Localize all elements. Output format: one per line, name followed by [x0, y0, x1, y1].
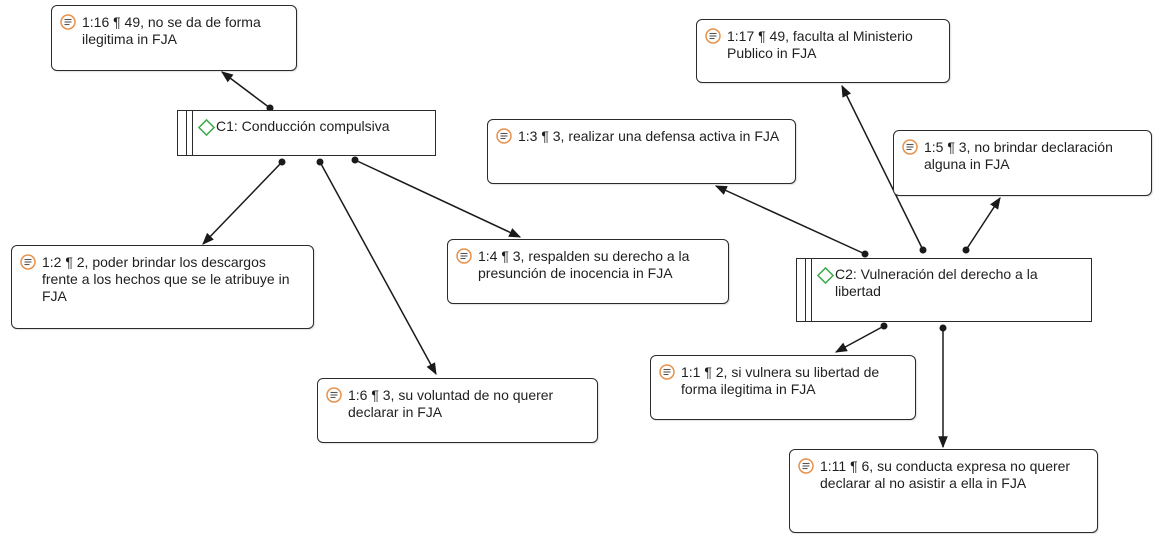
- code-label: C2: Vulneración del derecho a la liberta…: [835, 266, 1038, 299]
- quotation-doc-icon: [326, 387, 342, 403]
- quotation-doc-icon: [659, 364, 675, 380]
- code-node-c2[interactable]: C2: Vulneración del derecho a la liberta…: [796, 258, 1092, 322]
- quotation-node-1-2[interactable]: 1:2 ¶ 2, poder brindar los descargos fre…: [11, 245, 314, 329]
- quotation-label: 1:17 ¶ 49, faculta al Ministerio Publico…: [727, 28, 913, 61]
- quotation-doc-icon: [456, 248, 472, 264]
- quotation-label: 1:1 ¶ 2, si vulnera su libertad de forma…: [681, 364, 880, 397]
- code-diamond-icon: [198, 119, 215, 136]
- quotation-doc-icon: [705, 28, 721, 44]
- quotation-doc-icon: [20, 254, 36, 270]
- code-node-c1[interactable]: C1: Conducción compulsiva: [177, 110, 436, 156]
- link-c2-q1-3: [714, 185, 869, 258]
- link-c1-q1-6: [316, 158, 437, 376]
- quotation-node-1-11[interactable]: 1:11 ¶ 6, su conducta expresa no querer …: [789, 449, 1098, 533]
- code-bar: [192, 111, 193, 155]
- quotation-label: 1:2 ¶ 2, poder brindar los descargos fre…: [42, 254, 290, 304]
- code-bar: [805, 259, 806, 321]
- quotation-doc-icon: [496, 128, 512, 144]
- link-c2-q1-11: [938, 324, 948, 449]
- quotation-label: 1:6 ¶ 3, su voluntad de no querer declar…: [348, 387, 554, 420]
- link-c2-q1-5: [962, 196, 1001, 254]
- quotation-label: 1:11 ¶ 6, su conducta expresa no querer …: [820, 458, 1071, 491]
- quotation-label: 1:3 ¶ 3, realizar una defensa activa in …: [518, 128, 780, 144]
- quotation-doc-icon: [902, 139, 918, 155]
- code-label: C1: Conducción compulsiva: [216, 118, 390, 134]
- quotation-doc-icon: [60, 14, 76, 30]
- quotation-node-1-16[interactable]: 1:16 ¶ 49, no se da de forma ilegitima i…: [51, 5, 297, 71]
- quotation-node-1-6[interactable]: 1:6 ¶ 3, su voluntad de no querer declar…: [317, 378, 598, 443]
- quotation-node-1-5[interactable]: 1:5 ¶ 3, no brindar declaración alguna i…: [893, 130, 1152, 196]
- code-bar: [811, 259, 812, 321]
- quotation-label: 1:5 ¶ 3, no brindar declaración alguna i…: [924, 139, 1113, 172]
- code-diamond-icon: [817, 267, 834, 284]
- link-c1-q1-16: [221, 71, 274, 112]
- quotation-doc-icon: [798, 458, 814, 474]
- quotation-label: 1:16 ¶ 49, no se da de forma ilegitima i…: [82, 14, 261, 47]
- code-bar: [186, 111, 187, 155]
- quotation-node-1-3[interactable]: 1:3 ¶ 3, realizar una defensa activa in …: [487, 119, 796, 184]
- quotation-node-1-1[interactable]: 1:1 ¶ 2, si vulnera su libertad de forma…: [650, 355, 916, 420]
- quotation-node-1-17[interactable]: 1:17 ¶ 49, faculta al Ministerio Publico…: [696, 19, 950, 83]
- quotation-node-1-4[interactable]: 1:4 ¶ 3, respalden su derecho a la presu…: [447, 239, 729, 304]
- link-c2-q1-1: [834, 322, 888, 353]
- quotation-label: 1:4 ¶ 3, respalden su derecho a la presu…: [478, 248, 690, 281]
- link-c1-q1-2: [202, 158, 286, 245]
